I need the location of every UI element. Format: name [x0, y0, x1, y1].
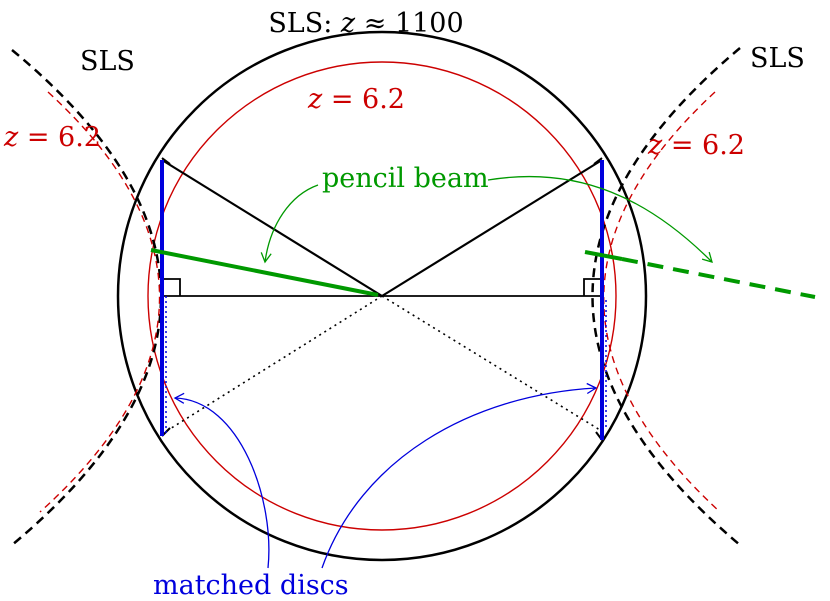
sls-circle-outer — [116, 30, 648, 562]
pencil-beam-arrow-left — [260, 184, 319, 264]
line-to-right-disc-top — [381, 159, 603, 297]
z62-circle-inner — [147, 61, 617, 531]
right-angle-marker-right — [583, 278, 602, 296]
pencil-beam-label: pencil beam — [322, 163, 489, 194]
dotted-line-right — [381, 295, 601, 431]
z62-label-right: z = 6.2 — [647, 130, 745, 161]
left-disc-top-stub — [161, 157, 171, 165]
right-angle-marker-left — [162, 278, 181, 296]
line-to-left-disc-top — [161, 159, 383, 297]
pencil-beam-outside — [621, 257, 816, 299]
sls-arc-right — [591, 47, 741, 546]
matched-discs-label: matched discs — [153, 570, 349, 601]
z62-arc-left — [39, 91, 161, 513]
pencil-beam-inside — [150, 248, 379, 297]
sls-label-left: SLS — [80, 46, 135, 77]
title-label: SLS: z ≈ 1100 — [268, 8, 463, 39]
z62-label-top: z = 6.2 — [307, 84, 405, 115]
dotted-line-left — [164, 295, 383, 433]
pencil-beam-right-segment — [584, 250, 623, 261]
sls-arc-left — [11, 49, 163, 546]
matched-discs-arrow-right — [321, 382, 598, 569]
sls-label-right: SLS — [750, 43, 805, 74]
z62-label-left: z = 6.2 — [3, 122, 101, 153]
right-disc-top-stub — [593, 157, 603, 165]
matched-discs-arrow-left — [173, 392, 270, 569]
pencil-beam-arrow-right — [487, 175, 713, 263]
